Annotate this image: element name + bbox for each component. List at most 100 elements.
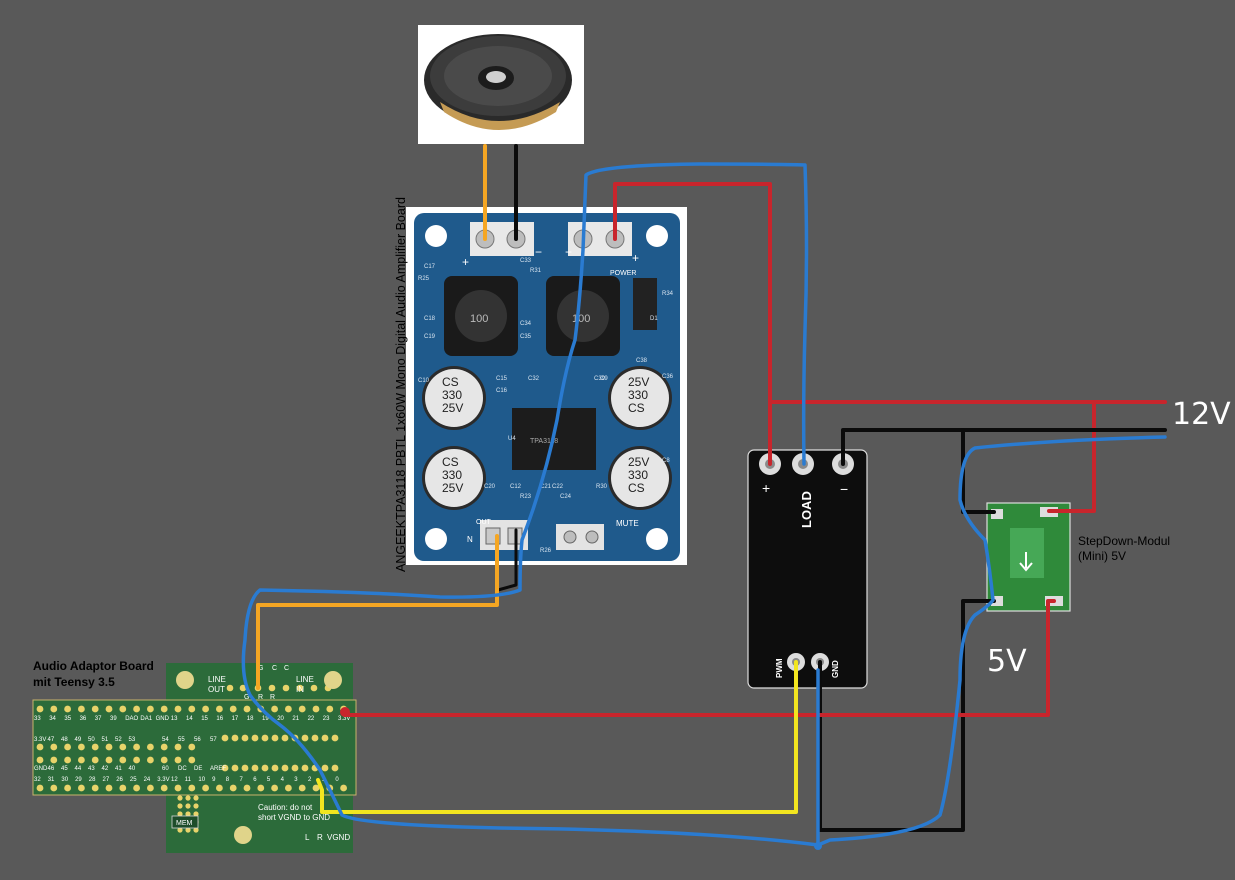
teensy-pin-pad bbox=[229, 705, 237, 713]
teensy-bottom-pin-label: 29 bbox=[75, 777, 82, 783]
teensy-pin-pad bbox=[312, 705, 320, 713]
teensy-bottom-pin-label: 30 bbox=[61, 777, 68, 783]
teensy-mid-pin-label: 53 bbox=[129, 737, 136, 743]
teensy-bottom-pin-label: 0 bbox=[335, 777, 339, 783]
adaptor-mount-hole bbox=[324, 671, 342, 689]
teensy-pin-pad bbox=[64, 756, 71, 764]
amp-capacitor-marking: 25V bbox=[442, 401, 463, 415]
amp-inductor-right-label: 100 bbox=[572, 313, 590, 325]
mosfet-pwm-label: PWM bbox=[775, 658, 784, 678]
teensy-mid-pin-label: DE bbox=[194, 766, 202, 772]
amp-silk-label: C10 bbox=[418, 378, 430, 384]
teensy-mid-pin-label: 50 bbox=[88, 737, 95, 743]
teensy-top-pin-label: 33 bbox=[34, 716, 41, 722]
teensy-pin-pad bbox=[231, 734, 239, 742]
teensy-pin-pad bbox=[188, 756, 196, 764]
adaptor-hole bbox=[177, 795, 183, 801]
teensy-mid-pin-label: 46 bbox=[48, 766, 55, 772]
adaptor-hole bbox=[268, 684, 276, 692]
teensy-pin-pad bbox=[285, 784, 292, 792]
teensy-top-pin-label: 19 bbox=[262, 716, 269, 722]
amp-capacitor-tl bbox=[422, 366, 486, 430]
teensy-pin-pad bbox=[91, 705, 99, 713]
amp-mount-hole bbox=[646, 528, 668, 550]
amp-silk-label: C8 bbox=[662, 458, 670, 464]
teensy-pin-pad bbox=[105, 743, 113, 751]
adaptor-hole bbox=[185, 827, 191, 833]
mosfet-minus-label: − bbox=[840, 481, 848, 497]
teensy-pin-pad bbox=[50, 743, 58, 751]
teensy-pin-pad bbox=[91, 743, 99, 751]
wire-pwm bbox=[316, 660, 798, 814]
teensy-top-pin-label: 17 bbox=[232, 716, 239, 722]
amp-chip-label: TPA3118 bbox=[530, 438, 558, 445]
teensy-pin-pad bbox=[326, 705, 334, 713]
teensy-pin-pad bbox=[312, 784, 320, 792]
teensy-pin-pad bbox=[174, 756, 182, 764]
adaptor-hole bbox=[185, 811, 191, 817]
teensy-pin-pad bbox=[91, 784, 99, 792]
amplifier-board: + − − + OUT POWER MUTE N TPA3118 100 100… bbox=[406, 207, 687, 565]
amp-capacitor-marking: 25V bbox=[442, 481, 463, 495]
teensy-pin-pad bbox=[241, 764, 249, 772]
mosfet-pcb bbox=[747, 449, 868, 689]
teensy-pin-pad bbox=[78, 784, 85, 792]
amp-capacitor-marking: CS bbox=[442, 455, 459, 469]
teensy-top-pin-label: 16 bbox=[216, 716, 223, 722]
teensy-pin-pad bbox=[160, 705, 168, 713]
teensy-bottom-pin-label: 9 bbox=[212, 777, 216, 783]
teensy-bottom-pin-label: 25 bbox=[130, 777, 137, 783]
teensy-pin-pad bbox=[331, 734, 339, 742]
adaptor-hole bbox=[239, 684, 247, 692]
teensy-pin-pad bbox=[188, 743, 196, 751]
teensy-mid-pin-label: AREF bbox=[210, 766, 226, 772]
amp-inductor-left-core bbox=[455, 290, 507, 342]
teensy-mid-pin-label: 55 bbox=[178, 737, 185, 743]
stepdown-label-line-2: (Mini) 5V bbox=[1078, 549, 1127, 563]
teensy-mid-pin-label: DC bbox=[178, 766, 187, 772]
line-in-label-2: IN bbox=[296, 685, 304, 694]
teensy-mid-pin-label: 47 bbox=[48, 737, 55, 743]
teensy-pin-pad bbox=[133, 784, 141, 792]
adaptor-c-label-1: C bbox=[272, 665, 277, 672]
teensy-pin-pad bbox=[229, 784, 237, 792]
teensy-mid-pin-label: 42 bbox=[102, 766, 109, 772]
amp-capacitor-marking: 330 bbox=[628, 388, 648, 402]
teensy-pin-pad bbox=[174, 743, 182, 751]
amp-inductor-right-core bbox=[557, 290, 609, 342]
adaptor-hole bbox=[193, 795, 199, 801]
amp-silk-label: C35 bbox=[520, 334, 532, 340]
teensy-outline bbox=[32, 699, 357, 796]
teensy-top-pin-label: 39 bbox=[110, 716, 117, 722]
teensy-pin-pad bbox=[78, 705, 85, 713]
adaptor-hole bbox=[296, 684, 304, 692]
amp-silk-label: R26 bbox=[540, 548, 552, 554]
teensy-pin-pad bbox=[160, 743, 168, 751]
teensy-pin-pad bbox=[271, 734, 279, 742]
adaptor-hole bbox=[177, 811, 183, 817]
amp-mount-hole bbox=[425, 528, 447, 550]
teensy-pin-pad bbox=[119, 743, 127, 751]
speaker bbox=[418, 25, 584, 144]
amp-silk-label: C15 bbox=[496, 376, 508, 382]
teensy-top-pin-label: DA1 bbox=[140, 716, 152, 722]
amp-silk-label: C38 bbox=[636, 358, 648, 364]
mosfet-gnd-label: GND bbox=[831, 660, 840, 678]
teensy-mid-pin-label: 56 bbox=[194, 737, 201, 743]
adaptor-r-label-1: R bbox=[258, 694, 263, 701]
amp-capacitor-marking: CS bbox=[628, 401, 645, 415]
teensy-top-pin-label: 36 bbox=[80, 716, 87, 722]
wire-gnd-bus bbox=[841, 428, 1167, 466]
teensy-pin-pad bbox=[133, 705, 141, 713]
teensy-pin-pad bbox=[36, 784, 44, 792]
amp-silk-label: C33 bbox=[520, 258, 532, 264]
amp-mount-hole bbox=[425, 225, 447, 247]
amp-board-title: ANGEEKTPA3118 PBTL 1x60W Mono Digital Au… bbox=[394, 197, 408, 572]
line-out-label-2: OUT bbox=[208, 685, 225, 694]
teensy-pin-pad bbox=[119, 784, 127, 792]
teensy-pin-pad bbox=[78, 756, 85, 764]
amp-out-plus-label: + bbox=[462, 255, 469, 269]
wire-blue-gnd bbox=[241, 162, 1167, 847]
amp-capacitor-marking: 330 bbox=[442, 388, 462, 402]
